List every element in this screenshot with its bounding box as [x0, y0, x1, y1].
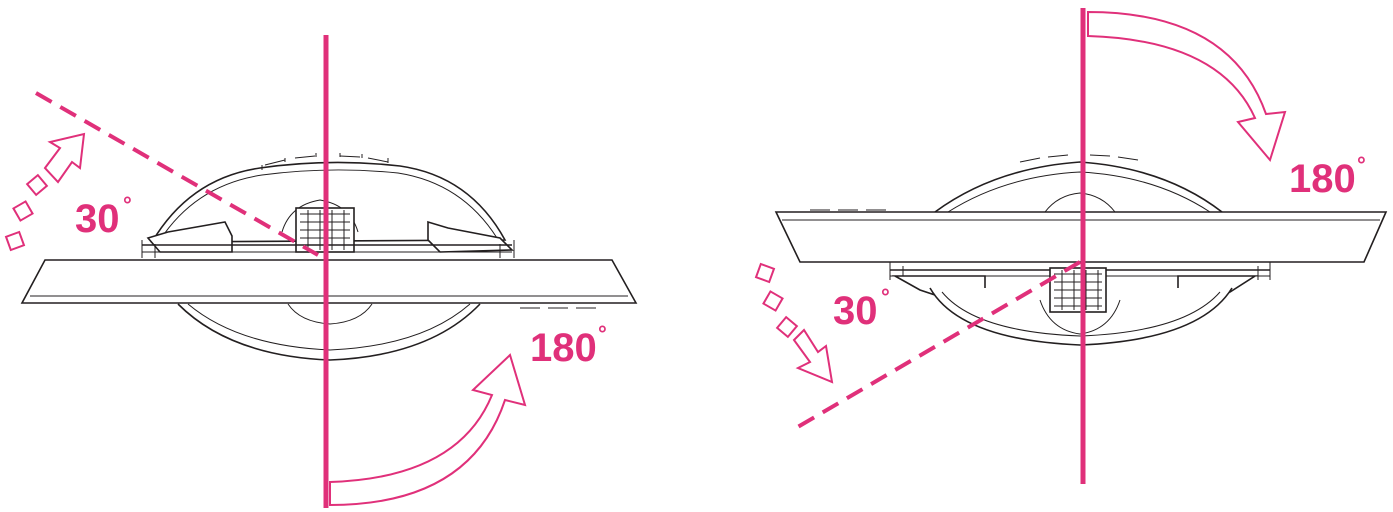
left-tilt-degree: ° — [123, 192, 132, 217]
left-swivel-degree: ° — [598, 321, 607, 346]
left-swivel-label: 180 — [530, 326, 597, 370]
right-swivel-degree: ° — [1357, 152, 1366, 177]
right-diagram: 30 ° 180 ° — [754, 8, 1388, 484]
left-monitor-body — [20, 153, 638, 361]
right-tilt-arrow — [754, 262, 834, 384]
left-diagram: 30 ° 180 ° — [4, 35, 638, 508]
right-swivel-arrow — [1087, 10, 1287, 163]
left-tilt-label: 30 — [75, 197, 120, 241]
right-swivel-label: 180 — [1289, 157, 1356, 201]
left-swivel-arrow — [329, 353, 527, 507]
right-tilt-degree: ° — [881, 284, 890, 309]
right-tilt-label: 30 — [833, 289, 878, 333]
left-tilt-arrow — [4, 132, 86, 252]
